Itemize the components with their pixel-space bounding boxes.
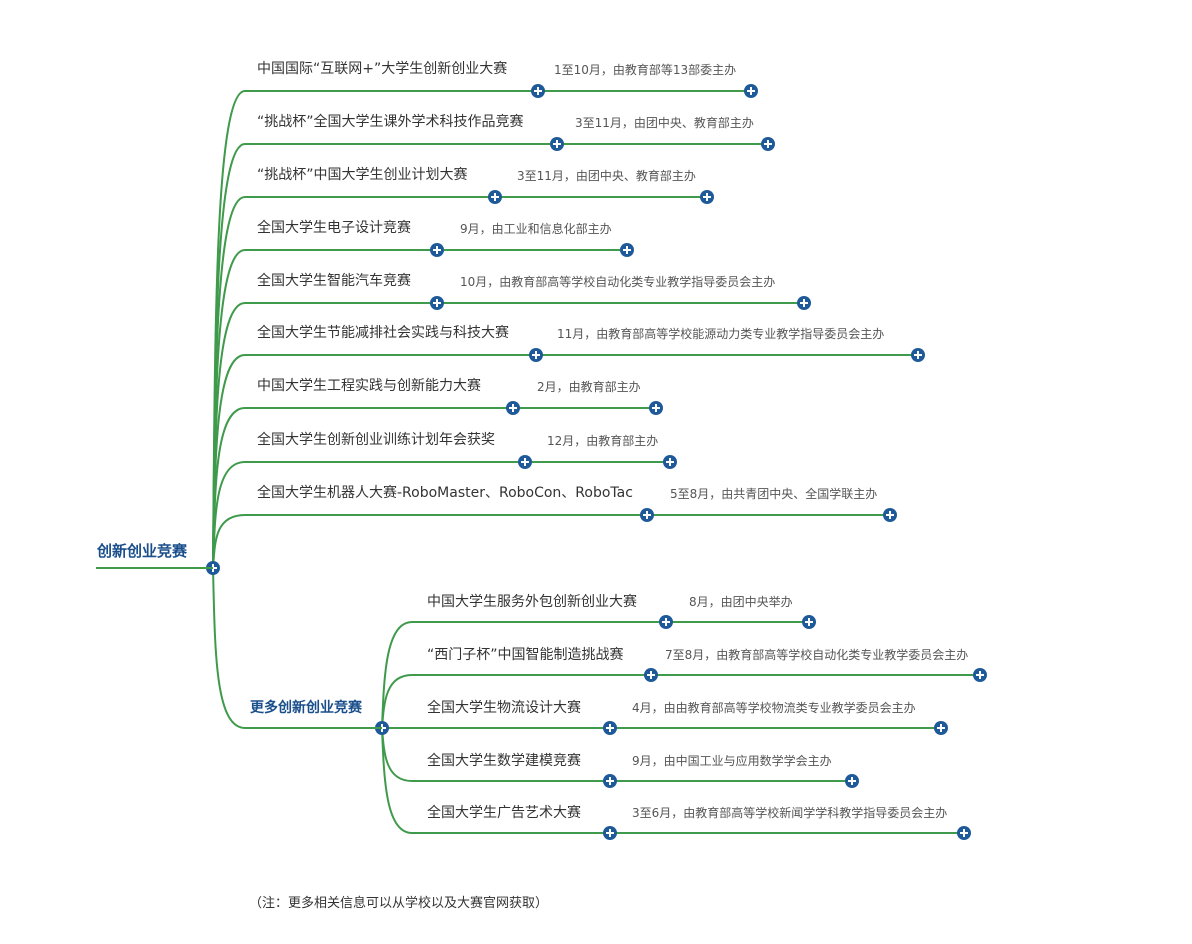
expand-button-main-title-3[interactable] <box>430 243 444 257</box>
main-item-desc: 3至11月，由团中央、教育部主办 <box>575 115 754 130</box>
main-item-title: 全国大学生智能汽车竞赛 <box>257 272 411 289</box>
main-item-desc: 2月，由教育部主办 <box>537 379 641 394</box>
main-item-title: 全国大学生创新创业训练计划年会获奖 <box>257 431 495 448</box>
expand-button-more-desc-1[interactable] <box>973 668 987 682</box>
main-item-desc: 5至8月，由共青团中央、全国学联主办 <box>670 486 877 501</box>
more-item-title: 全国大学生广告艺术大赛 <box>427 804 581 821</box>
expand-button-more-desc-0[interactable] <box>802 615 816 629</box>
more-item-desc: 4月，由由教育部高等学校物流类专业教学委员会主办 <box>632 700 916 715</box>
expand-button-main-title-5[interactable] <box>529 348 543 362</box>
main-item-desc: 9月，由工业和信息化部主办 <box>460 221 612 236</box>
expand-button-more-title-0[interactable] <box>659 615 673 629</box>
more-item-title: “西门子杯”中国智能制造挑战赛 <box>427 647 624 663</box>
more-item-desc: 7至8月，由教育部高等学校自动化类专业教学委员会主办 <box>665 647 968 662</box>
footnote: （注：更多相关信息可以从学校以及大赛官网获取） <box>249 895 548 911</box>
main-item-title: “挑战杯”全国大学生课外学术科技作品竞赛 <box>257 113 524 130</box>
sub-root-label: 更多创新创业竞赛 <box>250 699 363 716</box>
expand-button-more-title-3[interactable] <box>603 774 617 788</box>
expand-button-main-desc-8[interactable] <box>883 508 897 522</box>
main-item-title: 全国大学生电子设计竞赛 <box>257 219 411 236</box>
expand-button-main-title-4[interactable] <box>430 296 444 310</box>
expand-button-main-desc-4[interactable] <box>797 296 811 310</box>
expand-button-main-desc-3[interactable] <box>620 243 634 257</box>
more-item-title: 全国大学生数学建模竞赛 <box>427 752 581 769</box>
main-item-title: “挑战杯”中国大学生创业计划大赛 <box>257 167 468 183</box>
main-item-title: 中国国际“互联网+”大学生创新创业大赛 <box>257 61 507 77</box>
expand-button-main-desc-2[interactable] <box>700 190 714 204</box>
expand-button-main-desc-6[interactable] <box>649 401 663 415</box>
main-item-title: 全国大学生机器人大赛-RoboMaster、RoboCon、RoboTac <box>257 484 633 501</box>
expand-button-more-desc-2[interactable] <box>934 721 948 735</box>
main-item-title: 中国大学生工程实践与创新能力大赛 <box>257 378 481 394</box>
expand-button-more-title-1[interactable] <box>644 668 658 682</box>
expand-button-main-title-0[interactable] <box>531 84 545 98</box>
expand-button-more-desc-3[interactable] <box>845 774 859 788</box>
main-item-desc: 12月，由教育部主办 <box>547 433 658 448</box>
more-item-title: 中国大学生服务外包创新创业大赛 <box>427 594 637 610</box>
expand-button-main-title-2[interactable] <box>488 190 502 204</box>
main-item-desc: 11月，由教育部高等学校能源动力类专业教学指导委员会主办 <box>557 326 884 341</box>
connector-more-0 <box>381 621 413 729</box>
expand-button-main-title-6[interactable] <box>506 401 520 415</box>
expand-button-more-title-4[interactable] <box>603 826 617 840</box>
main-item-desc: 10月，由教育部高等学校自动化类专业教学指导委员会主办 <box>460 274 775 289</box>
more-item-desc: 3至6月，由教育部高等学校新闻学学科教学指导委员会主办 <box>632 805 947 820</box>
connector-sub-root <box>212 567 246 729</box>
connector-more-4 <box>381 727 413 834</box>
connector-main-8 <box>212 514 246 569</box>
main-item-desc: 3至11月，由团中央、教育部主办 <box>517 168 696 183</box>
expand-button-more-title-2[interactable] <box>603 721 617 735</box>
expand-button-main-desc-1[interactable] <box>761 137 775 151</box>
connector-more-3 <box>381 727 413 782</box>
main-item-title: 全国大学生节能减排社会实践与科技大赛 <box>257 324 509 341</box>
more-item-desc: 9月，由中国工业与应用数学学会主办 <box>632 753 832 768</box>
expand-button-more-desc-4[interactable] <box>957 826 971 840</box>
more-item-desc: 8月，由团中央举办 <box>689 594 793 609</box>
expand-button-main-title-7[interactable] <box>518 455 532 469</box>
expand-button-main-desc-5[interactable] <box>911 348 925 362</box>
root-label: 创新创业竞赛 <box>96 542 188 560</box>
expand-button-main-title-8[interactable] <box>640 508 654 522</box>
expand-button-main-desc-7[interactable] <box>663 455 677 469</box>
connector-more-1 <box>381 674 413 729</box>
more-item-title: 全国大学生物流设计大赛 <box>427 699 581 716</box>
expand-button-main-desc-0[interactable] <box>744 84 758 98</box>
main-item-desc: 1至10月，由教育部等13部委主办 <box>554 62 736 77</box>
expand-button-main-title-1[interactable] <box>550 137 564 151</box>
